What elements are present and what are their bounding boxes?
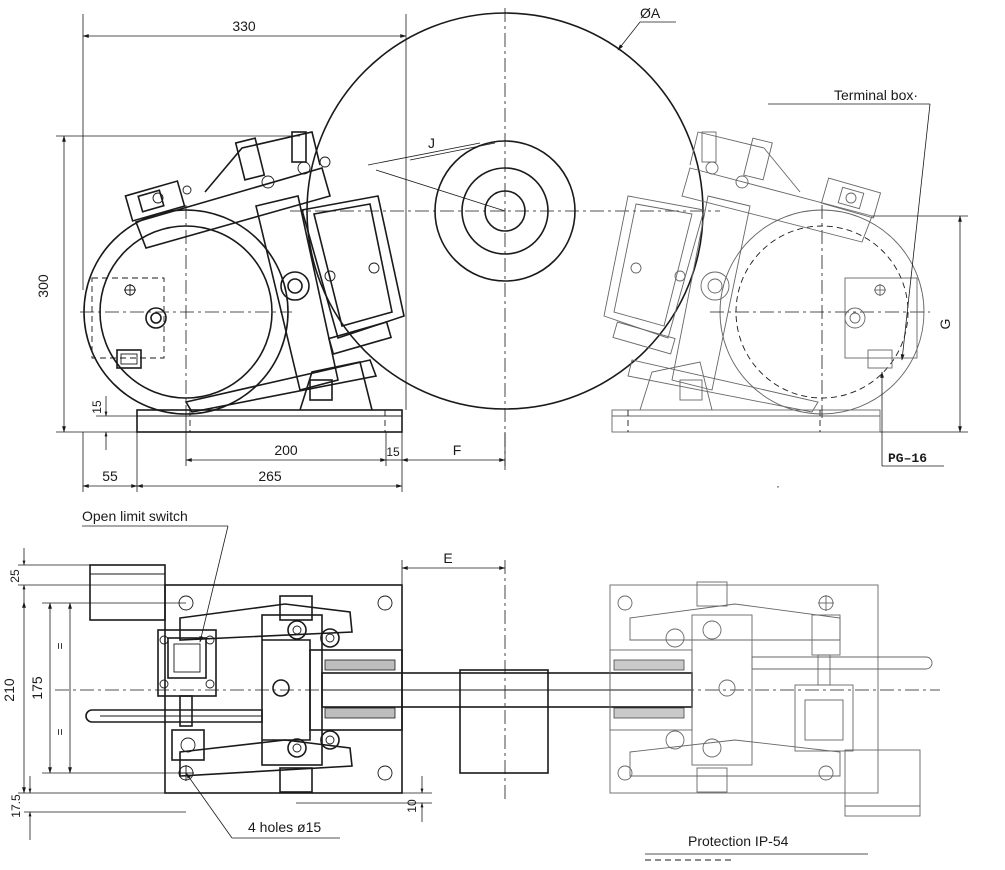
dim-300-label: 300 — [35, 274, 51, 298]
dim-330: 330 — [82, 14, 407, 410]
holes-callout: 4 holes ø15 — [185, 772, 340, 839]
dim-15-offset-label: 15 — [386, 445, 400, 459]
left-plan-assembly — [85, 564, 403, 794]
dim-15-base-label: 15 — [90, 400, 104, 414]
left-brake-assembly — [80, 131, 405, 433]
equal-mark-lower: = — [53, 728, 67, 735]
holes-label: 4 holes ø15 — [248, 819, 321, 835]
dim-55-label: 55 — [102, 468, 118, 484]
open-limit-switch-callout: Open limit switch — [82, 508, 229, 643]
open-limit-switch-label: Open limit switch — [82, 508, 188, 524]
dim-15-base: 15 — [90, 396, 137, 450]
dim-E: E — [401, 550, 506, 585]
dim-210-label: 210 — [1, 678, 17, 702]
dim-17-5: 17.5 — [9, 776, 186, 840]
dim-210: 210 — [1, 601, 165, 794]
protection-note: Protection IP-54 — [645, 833, 868, 861]
dim-265-label: 265 — [258, 468, 282, 484]
dim-J: J — [367, 135, 506, 212]
dim-25: 25 — [8, 548, 165, 602]
dim-200-label: 200 — [274, 442, 298, 458]
dim-disc-diameter-label: ØA — [640, 5, 661, 21]
dim-175-label: 175 — [29, 676, 45, 700]
terminal-box-label: Terminal box· — [834, 87, 918, 103]
dim-F-label: F — [453, 442, 462, 458]
elevation-view: 330 ØA 300 15 J — [35, 5, 968, 493]
svg-text:·: · — [776, 479, 780, 493]
dim-row-265: 55 265 — [82, 432, 403, 492]
brake-disc — [290, 8, 720, 470]
dim-G-label: G — [937, 319, 953, 330]
dim-G: G — [872, 215, 968, 433]
right-brake-assembly — [603, 131, 930, 433]
dim-17-5-label: 17.5 — [9, 794, 23, 818]
right-plan-assembly — [609, 581, 933, 817]
dim-10-label: 10 — [405, 799, 419, 813]
dim-row-200: 200 15 F — [185, 418, 506, 492]
terminal-box-callout: Terminal box· — [768, 87, 931, 361]
dim-J-label: J — [428, 135, 435, 151]
dim-175: 175 = = — [29, 602, 186, 774]
dim-10: 10 — [296, 776, 432, 822]
protection-label: Protection IP-54 — [688, 833, 789, 849]
dim-E-label: E — [443, 550, 452, 566]
dim-25-label: 25 — [8, 569, 22, 583]
pg16-callout: PG–16 · — [776, 371, 944, 493]
dim-300: 300 — [35, 135, 300, 433]
equal-mark-upper: = — [53, 642, 67, 649]
dim-disc-diameter: ØA — [617, 5, 676, 51]
dim-330-label: 330 — [232, 18, 256, 34]
plan-view: E 25 210 175 = = — [1, 508, 940, 861]
pg16-label: PG–16 — [888, 451, 927, 466]
